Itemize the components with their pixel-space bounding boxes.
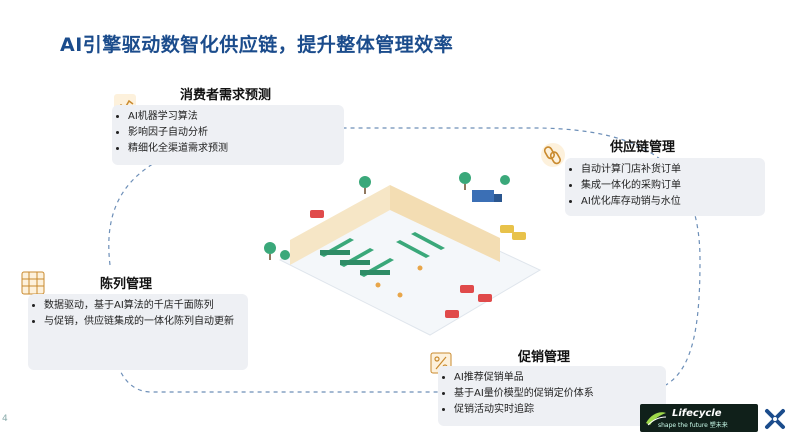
list-item: AI机器学习算法	[128, 109, 344, 125]
chain-link-icon	[540, 142, 566, 168]
promo-mgmt-card: AI推荐促销单品 基于AI量价模型的促销定价体系 促销活动实时追踪	[438, 366, 666, 426]
list-item: 集成一体化的采购订单	[581, 178, 765, 194]
list-item: 精细化全渠道需求预测	[128, 141, 344, 157]
display-mgmt-card: 数据驱动，基于AI算法的千店千面陈列 与促销，供应链集成的一体化陈列自动更新	[28, 294, 248, 370]
list-item: 与促销，供应链集成的一体化陈列自动更新	[44, 314, 248, 330]
page-title: AI引擎驱动数智化供应链，提升整体管理效率	[60, 34, 454, 56]
page-number: 4	[2, 414, 8, 424]
display-mgmt-title: 陈列管理	[100, 277, 153, 292]
logo-name: Lifecycle	[672, 408, 722, 419]
store-illustration	[264, 172, 542, 336]
list-item: 影响因子自动分析	[128, 125, 344, 141]
x-brand-icon	[765, 409, 785, 429]
shelf-icon	[20, 270, 46, 296]
lifecycle-logo: Lifecycle shape the future 塑未来	[640, 404, 758, 432]
list-item: 基于AI量价模型的促销定价体系	[454, 386, 666, 402]
demand-forecast-card: AI机器学习算法 影响因子自动分析 精细化全渠道需求预测	[112, 105, 344, 165]
promo-mgmt-title: 促销管理	[518, 350, 571, 365]
supply-chain-card: 自动计算门店补货订单 集成一体化的采购订单 AI优化库存动销与水位	[565, 158, 765, 216]
list-item: AI推荐促销单品	[454, 370, 666, 386]
demand-forecast-title: 消费者需求预测	[180, 88, 272, 103]
list-item: 促销活动实时追踪	[454, 402, 666, 418]
supply-chain-title: 供应链管理	[610, 140, 676, 155]
list-item: AI优化库存动销与水位	[581, 194, 765, 210]
list-item: 自动计算门店补货订单	[581, 162, 765, 178]
logo-tagline: shape the future 塑未来	[658, 422, 728, 429]
logo-mark-icon	[646, 412, 667, 426]
list-item: 数据驱动，基于AI算法的千店千面陈列	[44, 298, 248, 314]
